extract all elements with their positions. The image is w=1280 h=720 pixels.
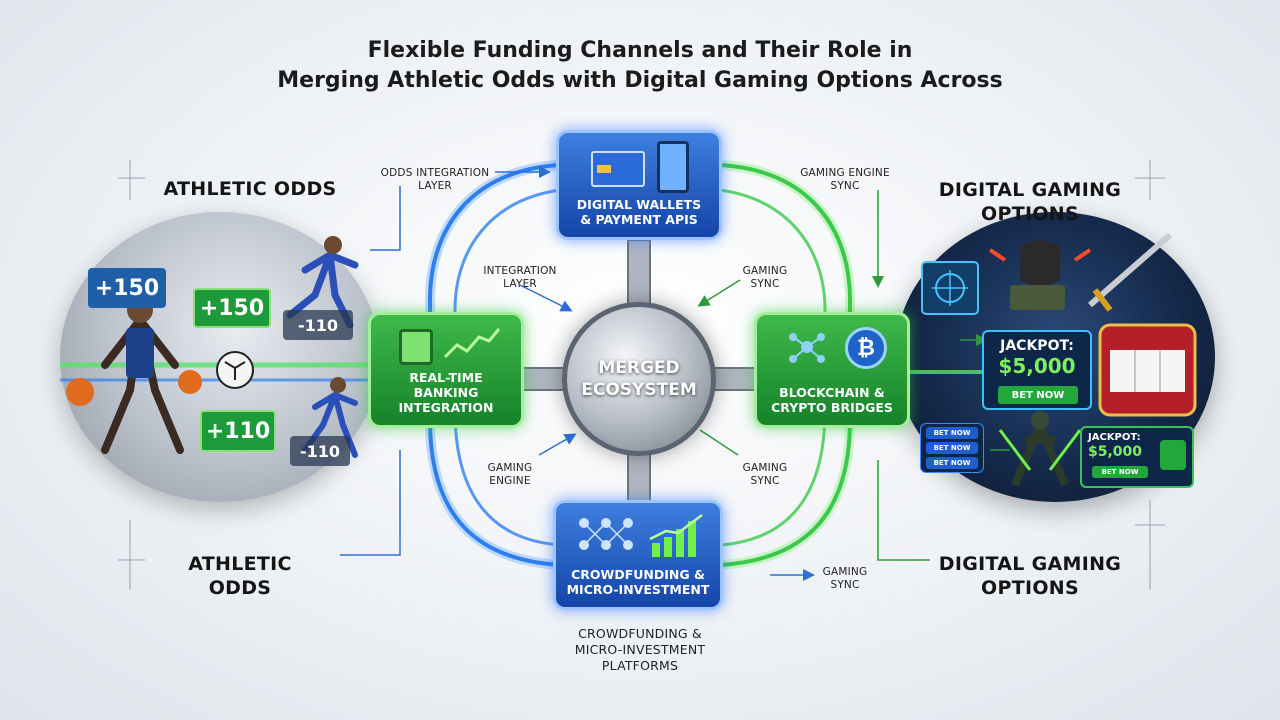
jackpot-small-label: JACKPOT: [1088, 432, 1141, 443]
athletic-odds-top-label: ATHLETIC ODDS [163, 178, 337, 200]
gaming-visuals [921, 232, 1197, 487]
gaming-engine-sync-line-2: SYNC [830, 180, 860, 192]
bet-now-button[interactable]: BET NOW [926, 427, 978, 439]
digital-wallets-node[interactable]: DIGITAL WALLETS & PAYMENT APIS [556, 130, 722, 240]
wallets-line-1: DIGITAL WALLETS [576, 197, 702, 212]
jackpot-panel: JACKPOT: $5,000 BET NOW [982, 330, 1092, 410]
crowdfunding-caption-line-1: CROWDFUNDING & [578, 626, 702, 641]
gaming-sync-bottom-line-2: SYNC [830, 579, 860, 591]
odds-integration-line-2: LAYER [418, 180, 452, 192]
integration-layer-line-1: INTEGRATION [483, 265, 557, 277]
people-network-icon [574, 515, 638, 561]
title-line-1: Flexible Funding Channels and Their Role… [367, 38, 913, 63]
bet-now-button[interactable]: BET NOW [926, 457, 978, 469]
gaming-sync-br-line-2: SYNC [750, 475, 780, 487]
gaming-sync-bottom-right-label: GAMING SYNC [720, 462, 810, 488]
hub-line-2: ECOSYSTEM [581, 380, 697, 400]
bet-now-small-button[interactable]: BET NOW [1092, 466, 1148, 478]
credit-card-icon [591, 151, 645, 187]
blockchain-crypto-node[interactable]: ₿ BLOCKCHAIN & CRYPTO BRIDGES [754, 312, 910, 428]
gaming-engine-bl-line-1: GAMING [487, 462, 533, 474]
banking-line-1: REAL-TIME [409, 370, 483, 385]
crowdfunding-caption: CROWDFUNDING & MICRO-INVESTMENT PLATFORM… [520, 626, 760, 674]
digital-gaming-top-label: DIGITAL GAMING OPTIONS [920, 178, 1140, 226]
crowd-line-2: MICRO-INVESTMENT [566, 582, 710, 597]
jackpot-small-value: $5,000 [1088, 444, 1143, 460]
bet-list-panel: BET NOW BET NOW BET NOW [920, 423, 984, 473]
digital-gaming-bottom-line-2: OPTIONS [981, 577, 1079, 599]
crowd-line-1: CROWDFUNDING & [571, 567, 705, 582]
odds-badge: +150 [193, 288, 271, 328]
gaming-sync-top-right-label: GAMING SYNC [720, 265, 810, 291]
digital-gaming-top-line-1: DIGITAL GAMING [938, 179, 1122, 201]
gaming-sync-bottom-line-1: GAMING [822, 566, 868, 578]
chip-icon [1160, 440, 1186, 470]
title-line-2: Merging Athletic Odds with Digital Gamin… [277, 68, 1003, 93]
real-time-banking-node[interactable]: REAL-TIME BANKING INTEGRATION [368, 312, 524, 428]
gaming-engine-sync-label: GAMING ENGINE SYNC [780, 167, 910, 193]
odds-badge: -110 [283, 310, 353, 340]
trend-chart-icon [443, 327, 501, 361]
gaming-sync-tr-line-1: GAMING [742, 265, 788, 277]
odds-integration-label: ODDS INTEGRATION LAYER [370, 167, 500, 193]
crowdfunding-caption-line-3: PLATFORMS [601, 658, 679, 673]
frame-lines [118, 160, 1165, 590]
banking-line-2: BANKING [413, 385, 479, 400]
jackpot-value: $5,000 [998, 354, 1076, 378]
flow-arrows [340, 166, 1010, 581]
digital-gaming-bottom-label: DIGITAL GAMING OPTIONS [920, 552, 1140, 600]
gaming-engine-sync-line-1: GAMING ENGINE [800, 167, 890, 179]
odds-integration-line-1: ODDS INTEGRATION [380, 167, 490, 179]
crowdfunding-caption-line-2: MICRO-INVESTMENT [574, 642, 706, 657]
banking-line-3: INTEGRATION [398, 400, 494, 415]
crowdfunding-node[interactable]: CROWDFUNDING & MICRO-INVESTMENT [553, 500, 723, 610]
athletic-odds-bottom-line-2: ODDS [208, 577, 272, 599]
athletic-odds-bottom-line-1: ATHLETIC [188, 553, 292, 575]
digital-gaming-top-line-2: OPTIONS [981, 203, 1079, 225]
bet-now-button[interactable]: BET NOW [926, 442, 978, 454]
gaming-sync-bottom-label: GAMING SYNC [805, 566, 885, 592]
odds-badge: +150 [88, 268, 166, 308]
integration-layer-label: INTEGRATION LAYER [470, 265, 570, 291]
athletic-odds-bottom-label: ATHLETIC ODDS [160, 552, 320, 600]
bitcoin-icon: ₿ [845, 327, 887, 369]
digital-gaming-bottom-line-1: DIGITAL GAMING [938, 553, 1122, 575]
gaming-sync-br-line-1: GAMING [742, 462, 788, 474]
network-nodes-icon [787, 329, 827, 365]
wallets-line-2: & PAYMENT APIS [580, 212, 698, 227]
merged-ecosystem-hub[interactable]: MERGED ECOSYSTEM [562, 302, 716, 456]
gaming-engine-bl-line-2: ENGINE [489, 475, 531, 487]
gaming-sync-tr-line-2: SYNC [750, 278, 780, 290]
blockchain-line-1: BLOCKCHAIN & [779, 385, 885, 400]
odds-badge: +110 [200, 410, 276, 452]
blockchain-line-2: CRYPTO BRIDGES [771, 400, 893, 415]
integration-layer-line-2: LAYER [503, 278, 537, 290]
lock-icon [399, 329, 433, 365]
odds-badge: -110 [290, 436, 350, 466]
bet-now-button[interactable]: BET NOW [998, 386, 1078, 404]
jackpot-small-panel: JACKPOT: $5,000 BET NOW [1080, 426, 1194, 488]
gaming-engine-bottom-left-label: GAMING ENGINE [465, 462, 555, 488]
hub-line-1: MERGED [598, 358, 680, 378]
growth-bars-icon [648, 513, 706, 559]
jackpot-label: JACKPOT: [1000, 338, 1074, 354]
smartphone-icon [657, 141, 689, 193]
athlete-figures [66, 236, 359, 458]
